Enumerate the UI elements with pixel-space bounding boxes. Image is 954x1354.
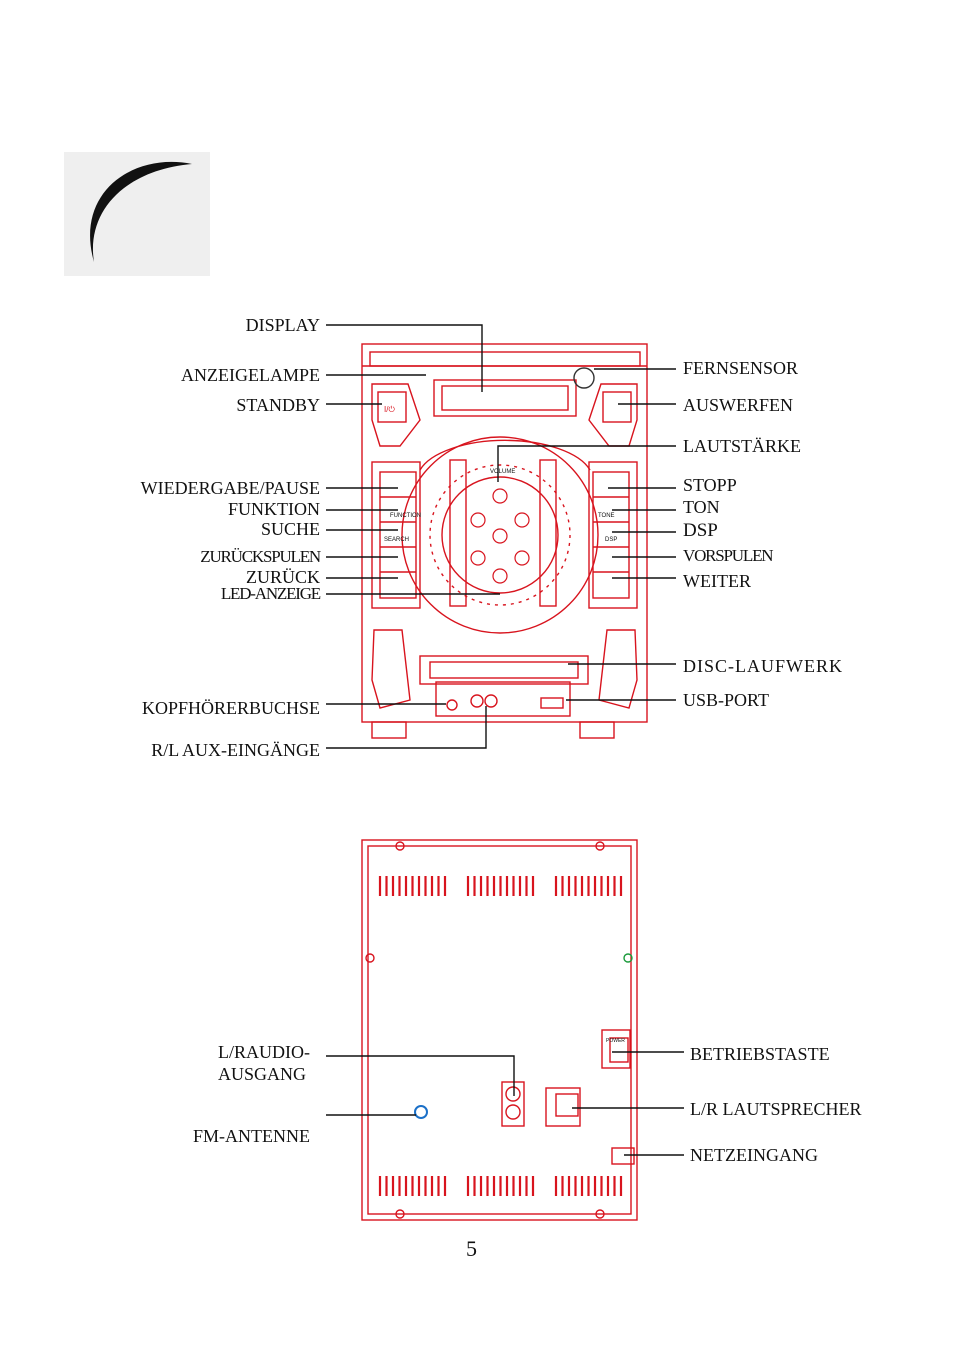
label-speakers: L/R LAUTSPRECHER <box>690 1099 862 1119</box>
device-tone-text: TONE <box>598 513 615 519</box>
label-headphone: KOPFHÖRERBUCHSE <box>141 698 320 718</box>
rear-panel-drawing <box>361 839 638 1221</box>
label-display: DISPLAY <box>245 315 320 335</box>
chapter-ornament <box>64 152 210 276</box>
device-power-text: I/⏻ <box>384 405 395 414</box>
label-function: FUNKTION <box>228 499 320 519</box>
label-eject: AUSWERFEN <box>683 395 794 415</box>
label-disc: DISC-LAUFWERK <box>683 656 843 676</box>
label-usb: USB-PORT <box>683 690 769 710</box>
label-search: SUCHE <box>260 519 320 539</box>
label-aux-inputs: R/L AUX-EINGÄNGE <box>151 740 320 760</box>
label-power-switch: BETRIEBSTASTE <box>690 1044 830 1064</box>
label-fm-antenna: FM-ANTENNE <box>193 1126 310 1146</box>
leader-lines <box>326 324 684 1156</box>
label-mains: NETZEINGANG <box>690 1145 818 1165</box>
label-standby: STANDBY <box>236 395 320 415</box>
label-indicator-lamp: ANZEIGELAMPE <box>181 365 320 385</box>
label-previous: ZURÜCK <box>245 567 320 587</box>
label-rewind: ZURÜCKSPULEN <box>200 547 321 566</box>
page-number: 5 <box>466 1236 477 1261</box>
label-fast-forward: VORSPULEN <box>683 546 774 565</box>
device-dsp-text: DSP <box>605 537 618 543</box>
label-audio-out-2: AUSGANG <box>218 1064 307 1084</box>
device-volume-text: VOLUME <box>490 469 516 475</box>
label-stop: STOPP <box>683 475 737 495</box>
fm-antenna-socket <box>414 1105 428 1119</box>
label-audio-out-1: L/RAUDIO- <box>218 1042 310 1062</box>
volume-knob-dots <box>470 488 530 584</box>
label-next: WEITER <box>683 571 751 591</box>
crescent-icon <box>90 161 192 262</box>
label-volume: LAUTSTÄRKE <box>683 436 801 456</box>
device-search-text: SEARCH <box>384 537 410 543</box>
device-function-text: FUNCTION <box>390 513 421 519</box>
label-tone: TON <box>683 497 720 517</box>
device-rear-power-text: POWER <box>606 1038 625 1044</box>
label-remote-sensor: FERNSENSOR <box>683 358 799 378</box>
rear-vents <box>378 876 623 1196</box>
label-dsp: DSP <box>683 520 718 541</box>
label-led: LED-ANZEIGE <box>220 584 321 603</box>
label-play-pause: WIEDERGABE/PAUSE <box>140 478 320 498</box>
